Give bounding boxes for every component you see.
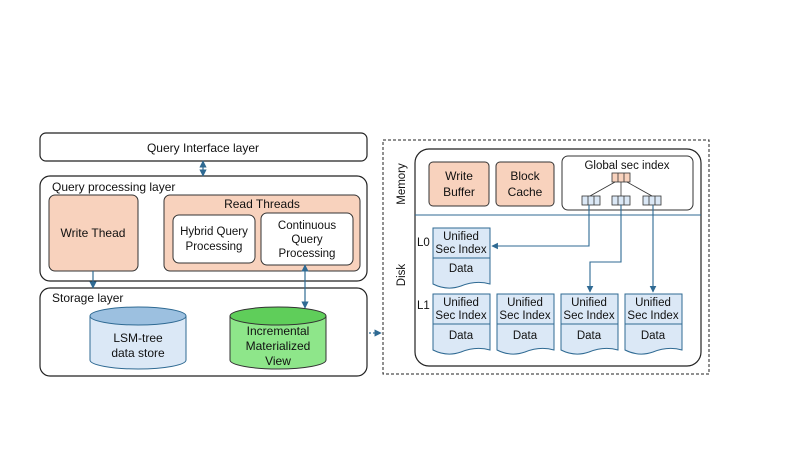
global-sec-index-box: Global sec index (561, 155, 694, 211)
hybrid-line-2: Processing (186, 241, 243, 253)
lsm-line-1: LSM-tree (113, 331, 163, 345)
sst-l1-4-top-1: Unified (635, 297, 671, 309)
continuous-line-3: Processing (279, 248, 336, 260)
leaf2-to-l1-3-arrow (586, 205, 622, 293)
leaf1-to-l0-arrow (491, 205, 590, 250)
query-processing-label: Query processing layer (52, 180, 175, 194)
left-arrows (89, 160, 382, 337)
global-sec-index-label: Global sec index (584, 160, 669, 172)
sst-l1-4-top-2: Sec Index (627, 310, 678, 322)
query-interface-layer: Query Interface layer (39, 132, 368, 162)
sst-l1-3-top-2: Sec Index (563, 310, 614, 322)
write-thread-label: Write Thead (61, 226, 126, 240)
sst-l1-1-top-1: Unified (443, 297, 479, 309)
memory-label: Memory (396, 163, 408, 205)
sst-l1-2-top-2: Sec Index (499, 310, 550, 322)
sst-l1-3-bottom: Data (577, 330, 602, 342)
query-interface-label: Query Interface layer (147, 141, 259, 155)
sst-file-l1-1: Unified Sec Index Data (432, 293, 491, 355)
block-cache-line-1: Block (510, 169, 540, 183)
sst-l1-1-bottom: Data (449, 330, 474, 342)
continuous-line-2: Query (291, 234, 323, 246)
write-thread-box: Write Thead (48, 194, 139, 272)
imv-line-3: View (265, 354, 291, 368)
leaf-node-1-icon (581, 195, 601, 206)
l0-label: L0 (417, 237, 430, 249)
continuous-line-1: Continuous (278, 220, 336, 232)
sst-l1-3-top-1: Unified (571, 297, 607, 309)
tree-edges (589, 181, 653, 197)
block-cache-box: Block Cache (495, 161, 555, 207)
index-arrows (491, 205, 657, 293)
sst-l1-4-bottom: Data (641, 330, 666, 342)
lsm-line-2: data store (111, 346, 165, 360)
block-cache-line-2: Cache (508, 185, 543, 199)
sst-l0-bottom: Data (449, 263, 474, 275)
leaf-node-2-icon (611, 195, 631, 206)
disk-label: Disk (396, 264, 408, 287)
imv-cylinder: Incremental Materialized View (229, 306, 327, 370)
write-buffer-line-1: Write (445, 169, 473, 183)
imv-line-2: Materialized (246, 339, 311, 353)
leaf-node-3-icon (642, 195, 662, 206)
sst-l1-1-top-2: Sec Index (435, 310, 486, 322)
write-buffer-line-2: Buffer (443, 185, 475, 199)
sst-file-l0: Unified Sec Index Data (432, 227, 491, 289)
detail-dashed-frame (382, 139, 710, 375)
read-threads-label: Read Threads (224, 197, 300, 211)
sst-file-l1-4: Unified Sec Index Data (624, 293, 683, 355)
imv-line-1: Incremental (247, 324, 310, 338)
sst-l1-2-bottom: Data (513, 330, 538, 342)
sst-file-l1-3: Unified Sec Index Data (560, 293, 619, 355)
hybrid-query-box: Hybrid Query Processing (172, 214, 256, 264)
hybrid-line-1: Hybrid Query (180, 226, 248, 238)
sst-l0-top-2: Sec Index (435, 244, 486, 256)
l1-label: L1 (417, 300, 430, 312)
sst-l0-top-1: Unified (443, 231, 479, 243)
storage-layer-label: Storage layer (52, 291, 123, 305)
sst-l1-2-top-1: Unified (507, 297, 543, 309)
root-node-icon (611, 172, 631, 183)
sst-file-l1-2: Unified Sec Index Data (496, 293, 555, 355)
write-buffer-box: Write Buffer (428, 161, 490, 207)
lsm-tree-cylinder: LSM-tree data store (89, 306, 187, 370)
continuous-query-box: Continuous Query Processing (260, 212, 354, 266)
